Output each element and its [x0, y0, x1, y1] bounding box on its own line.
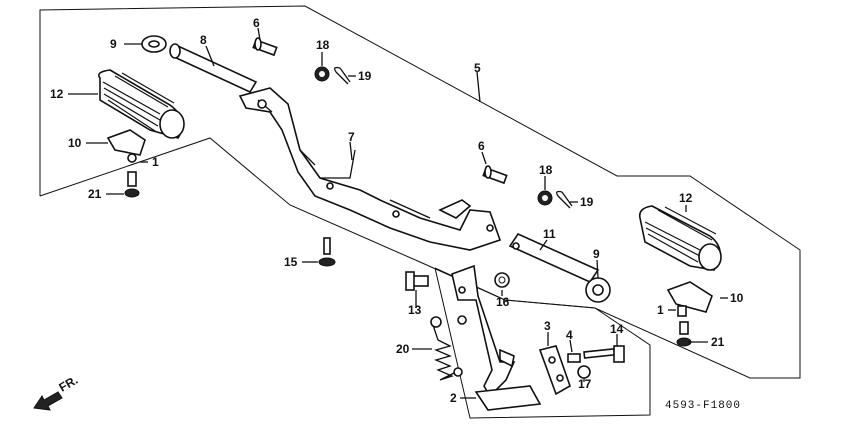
washer-9-left — [141, 35, 167, 53]
side-stand-2 — [451, 264, 542, 411]
callout-1-left: 1 — [152, 155, 159, 169]
pipe-11 — [508, 232, 600, 284]
pin-6-top — [252, 37, 278, 57]
bolt-13 — [405, 271, 429, 291]
callout-14: 14 — [610, 322, 624, 336]
bolt-14 — [583, 345, 625, 363]
callout-6-mid: 6 — [478, 139, 485, 153]
callout-16: 16 — [496, 295, 510, 309]
spring-20 — [430, 316, 463, 381]
callout-19-top: 19 — [358, 69, 372, 83]
callout-10-left: 10 — [68, 136, 82, 150]
callout-12-left: 12 — [50, 87, 64, 101]
callout-21-right: 21 — [711, 335, 725, 349]
front-direction-indicator: FR. — [33, 373, 81, 411]
callout-4: 4 — [566, 328, 573, 342]
cotter-pin-19-top — [334, 66, 351, 85]
front-arrow-icon — [33, 391, 63, 411]
leader-lines — [68, 27, 728, 399]
callout-6-top: 6 — [253, 16, 260, 30]
right-footpeg — [638, 205, 722, 271]
pipe-8 — [169, 43, 258, 94]
bracket-10-left — [106, 129, 146, 198]
washer-18-mid — [537, 190, 553, 206]
pin-6-mid — [482, 165, 508, 185]
callout-13: 13 — [408, 303, 422, 317]
washer-9-right — [585, 277, 611, 303]
diagram-code: 4593-F1800 — [665, 400, 741, 412]
bracket-10-right — [666, 281, 713, 347]
callout-18-top: 18 — [316, 38, 330, 52]
callout-18-mid: 18 — [539, 163, 553, 177]
cotter-pin-19-mid — [556, 190, 573, 209]
main-step-bar — [238, 87, 502, 251]
stand-outline — [434, 267, 651, 419]
callout-12-right: 12 — [679, 191, 693, 205]
callout-2: 2 — [450, 391, 457, 405]
callout-20: 20 — [396, 342, 410, 356]
collar-4 — [567, 353, 581, 363]
callout-3: 3 — [544, 319, 551, 333]
callout-21-left: 21 — [88, 187, 102, 201]
callout-8: 8 — [200, 33, 207, 47]
assembly-outline — [39, 5, 801, 379]
bolt-15 — [318, 237, 336, 267]
callout-1-right: 1 — [657, 303, 664, 317]
callout-9-left: 9 — [110, 37, 117, 51]
callout-10-right: 10 — [730, 291, 744, 305]
callout-19-mid: 19 — [580, 195, 594, 209]
callout-15: 15 — [284, 255, 298, 269]
callout-17: 17 — [578, 377, 592, 391]
callout-7: 7 — [348, 130, 355, 144]
washer-18-top — [314, 66, 330, 82]
callout-9-right: 9 — [593, 247, 600, 261]
stand-bracket-3 — [538, 345, 571, 396]
nut-16 — [494, 272, 510, 288]
callout-11: 11 — [543, 227, 556, 241]
front-label: FR. — [57, 373, 81, 395]
callout-labels: 9 8 6 18 19 5 12 10 1 21 7 6 18 19 12 11… — [50, 16, 744, 405]
callout-5: 5 — [474, 61, 481, 75]
left-footpeg — [97, 69, 185, 139]
